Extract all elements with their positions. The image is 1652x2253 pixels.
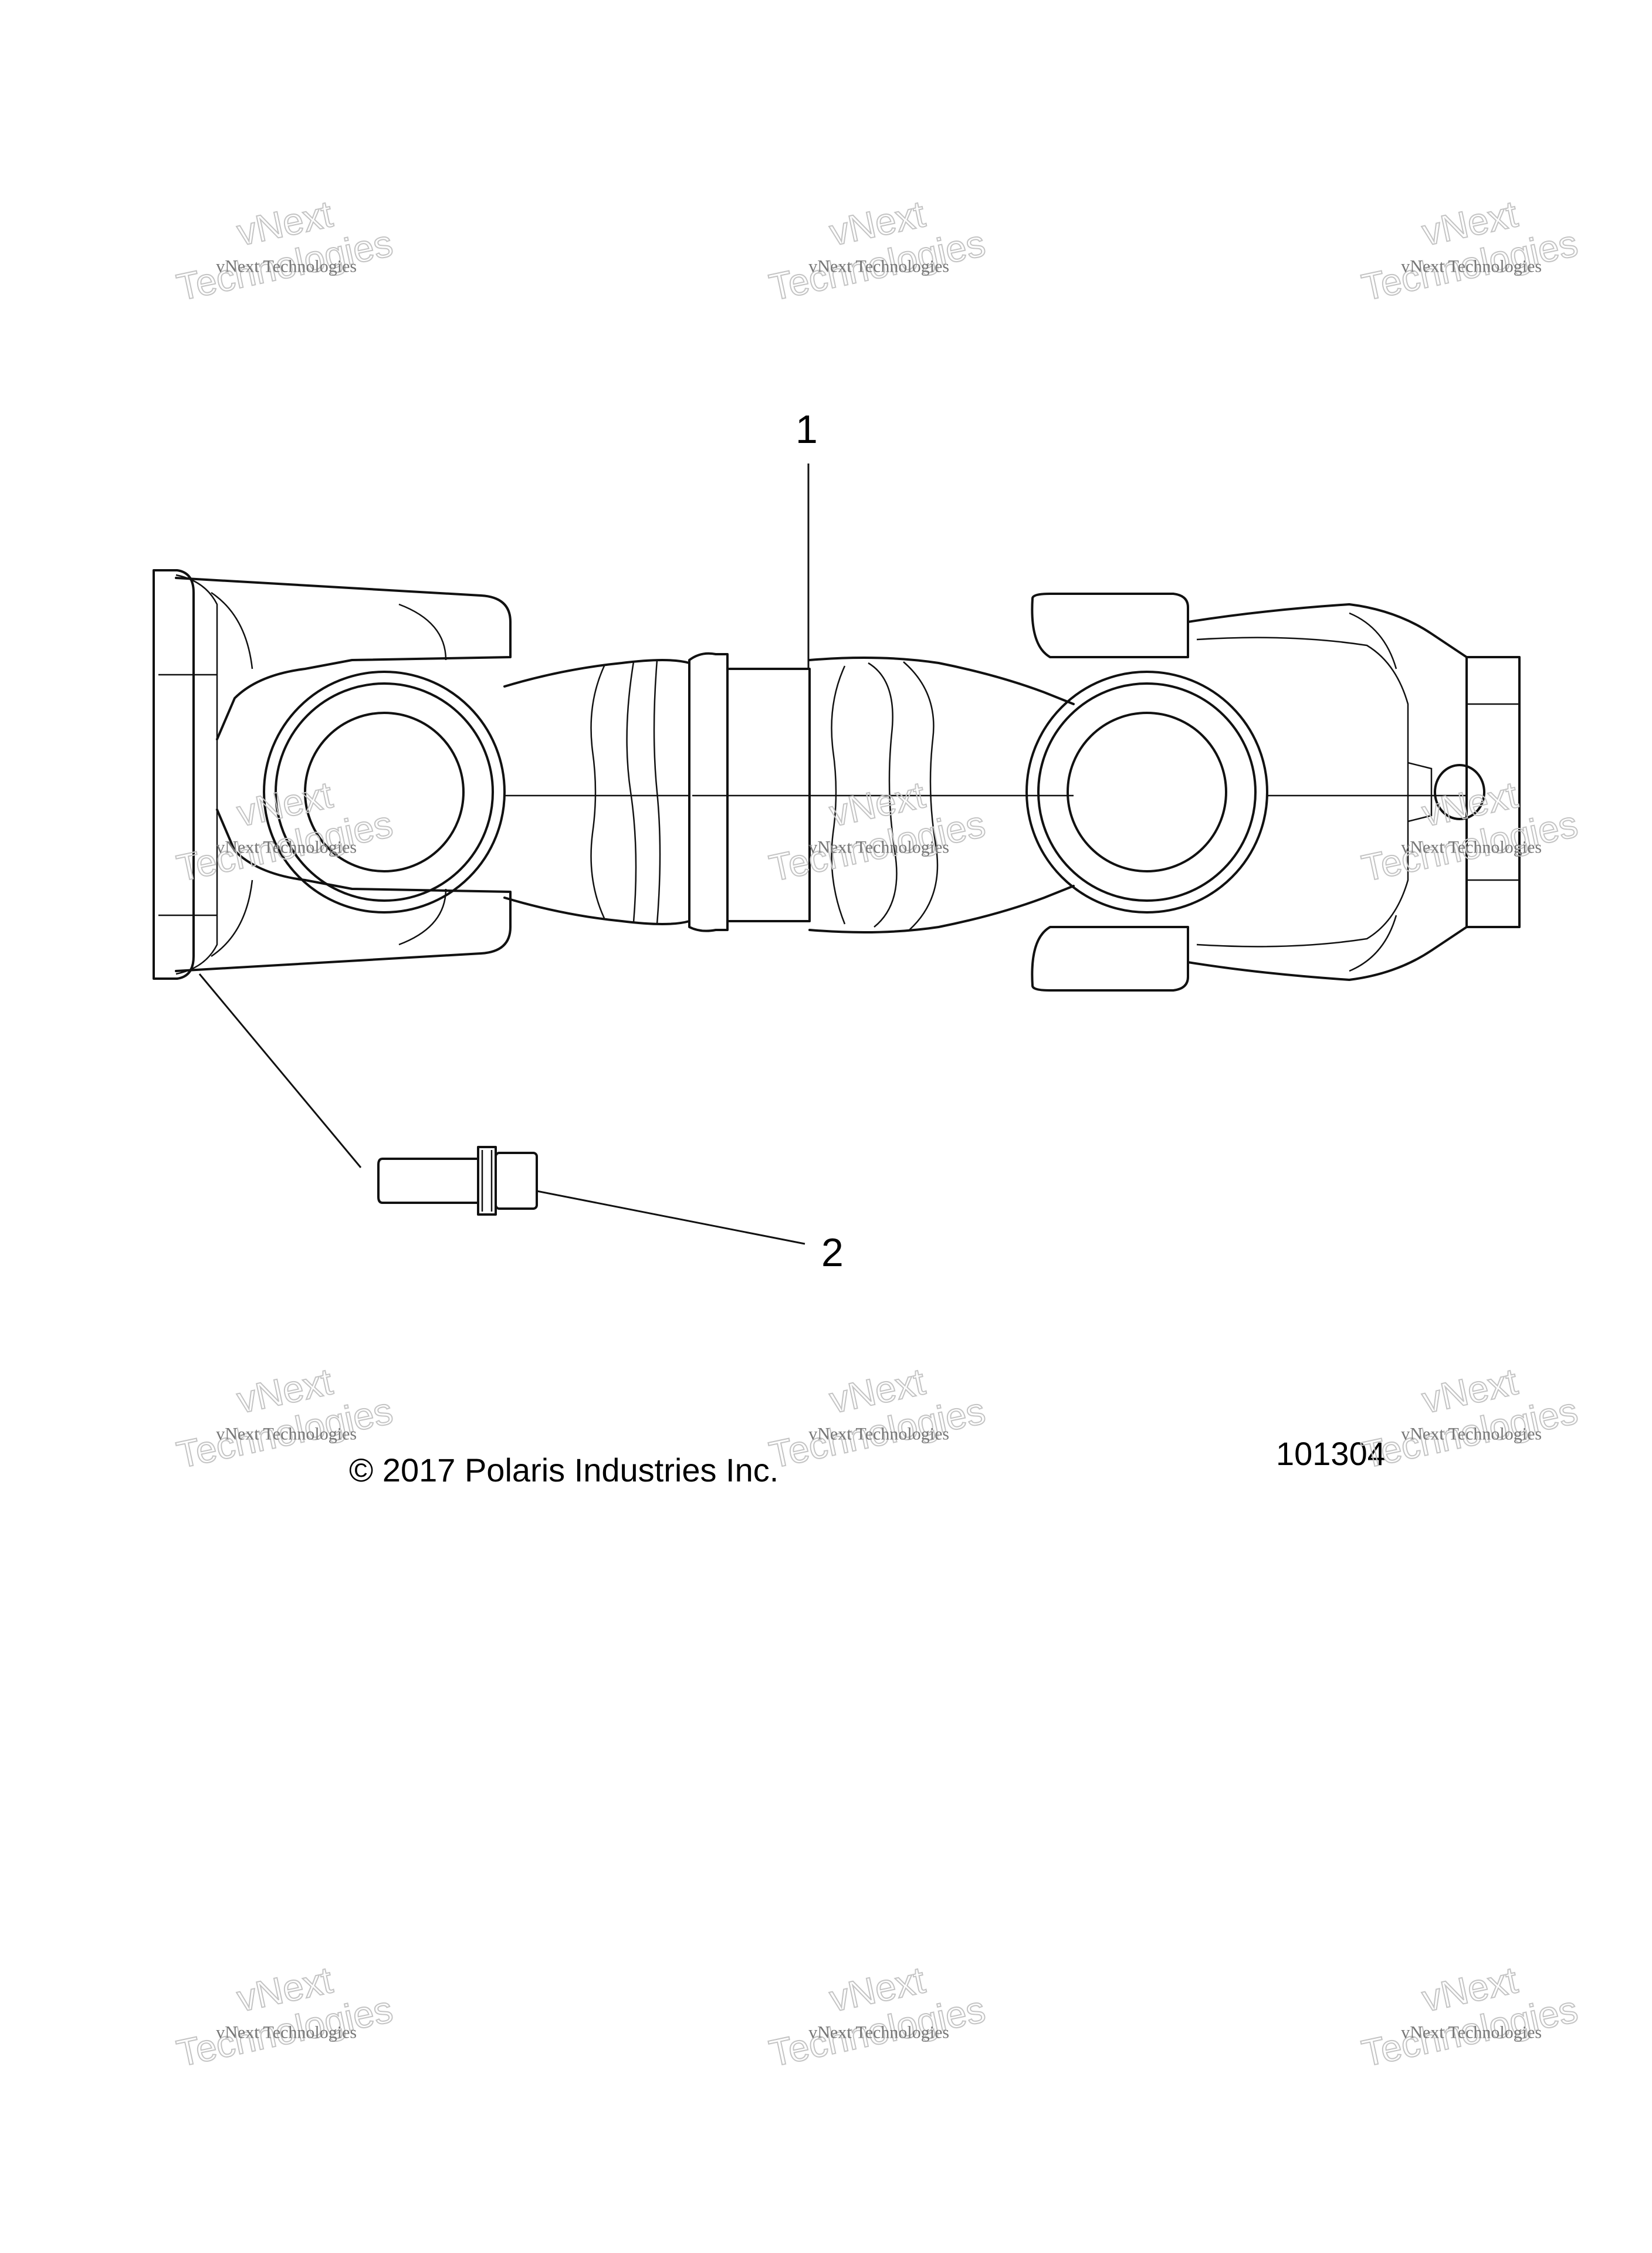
right-tube-section [808,657,1075,933]
left-yoke [175,577,512,972]
callout-1: 1 [795,407,818,452]
watermark-small: vNext Technologies [216,838,357,857]
callout-2: 2 [821,1230,844,1275]
watermark-small: vNext Technologies [1401,1425,1542,1444]
left-bearing-cup [263,671,506,914]
flange-bolt [377,1146,538,1216]
slip-joint-collar [688,652,811,932]
watermark-small: vNext Technologies [1401,2023,1542,2042]
right-yoke [1031,593,1521,992]
watermark-small: vNext Technologies [1401,838,1542,857]
watermark-small: vNext Technologies [808,257,949,276]
watermark-small: vNext Technologies [216,2023,357,2042]
watermark-small: vNext Technologies [808,838,949,857]
drawing-number: 101304 [1276,1435,1386,1472]
watermark-small: vNext Technologies [216,1425,357,1444]
copyright-notice: © 2017 Polaris Industries Inc. [349,1452,778,1489]
watermark-small: vNext Technologies [216,257,357,276]
watermark-small: vNext Technologies [1401,257,1542,276]
leader-line-2-label [536,1190,805,1245]
watermark-small: vNext Technologies [808,2023,949,2042]
watermark-small: vNext Technologies [808,1425,949,1444]
leader-lines [198,464,810,1245]
left-tube-section [503,659,690,925]
right-bearing-cup [1025,671,1268,914]
left-flange-plate [153,569,218,980]
leader-line-2-flange [198,973,362,1168]
drive-shaft-assembly [153,569,1521,992]
